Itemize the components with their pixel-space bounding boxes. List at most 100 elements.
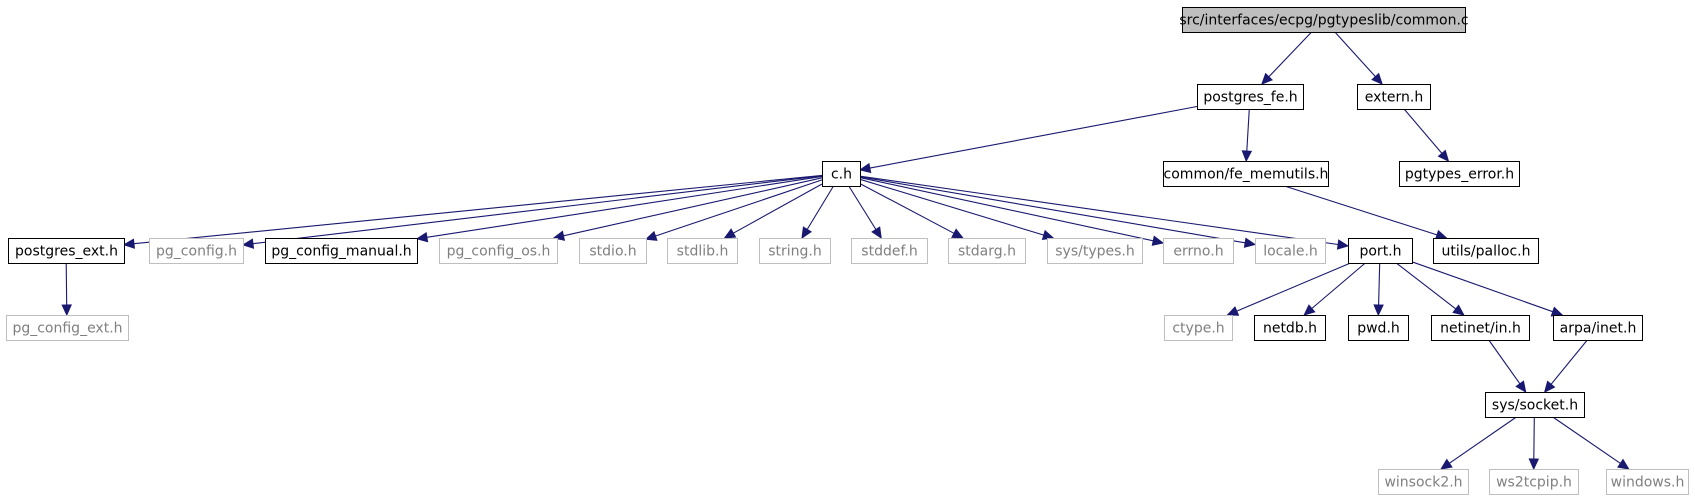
edge-postgres-ext-h-to-pg-config-ext-h (61, 262, 72, 317)
edge-c-h-to-errno-h (859, 177, 1165, 246)
node-label[interactable]: common/fe_memutils.h (1164, 167, 1329, 183)
node-string-h: string.h (759, 238, 831, 264)
node-box[interactable] (8, 238, 125, 264)
edge-line (859, 183, 955, 234)
node-postgres-fe-h[interactable]: postgres_fe.h (1197, 84, 1304, 110)
edge-line (1378, 262, 1381, 306)
node-box[interactable] (1431, 315, 1530, 341)
node-box[interactable] (1348, 315, 1409, 341)
node-windows-h: windows.h (1606, 469, 1689, 495)
node-stdarg-h: stdarg.h (948, 238, 1026, 264)
node-label[interactable]: netdb.h (1263, 321, 1317, 337)
node-box[interactable] (1163, 161, 1329, 187)
node-label[interactable]: netinet/in.h (1440, 321, 1521, 337)
node-box[interactable] (822, 161, 861, 187)
edge-line (1236, 262, 1351, 312)
node-utils-palloc-h[interactable]: utils/palloc.h (1433, 238, 1539, 264)
edge-sys-socket-h-to-ws2tcpip-h (1528, 416, 1540, 471)
arrowhead-icon (1543, 380, 1556, 393)
edge-line (1246, 108, 1250, 152)
edge-line (133, 174, 823, 245)
arrowhead-icon (1371, 72, 1383, 85)
node-label[interactable]: port.h (1359, 244, 1401, 260)
edge-c-h-to-pg-config-h (241, 175, 823, 249)
node-label[interactable]: src/interfaces/ecpg/pgtypeslib/common.c (1179, 13, 1468, 29)
node-box[interactable] (1348, 238, 1413, 264)
edge-line (65, 262, 68, 306)
node-box (1606, 469, 1689, 495)
node-label[interactable]: postgres_fe.h (1203, 90, 1297, 106)
node-box[interactable] (265, 238, 418, 264)
node-label[interactable]: postgres_ext.h (15, 244, 118, 260)
node-box[interactable] (1553, 315, 1643, 341)
node-common-c[interactable]: src/interfaces/ecpg/pgtypeslib/common.c (1179, 7, 1469, 33)
node-label[interactable]: arpa/inet.h (1560, 321, 1637, 337)
node-box[interactable] (1254, 315, 1326, 341)
node-box (1163, 238, 1234, 264)
edge-port-h-to-arpa-inet-h (1411, 261, 1564, 317)
arrowhead-icon (1437, 149, 1450, 162)
node-box (579, 238, 647, 264)
node-fe-memutils-h[interactable]: common/fe_memutils.h (1163, 161, 1329, 187)
node-extern-h[interactable]: extern.h (1357, 84, 1431, 110)
arrowhead-icon (1528, 458, 1540, 471)
arrowhead-icon (415, 231, 429, 243)
node-c-h[interactable]: c.h (822, 161, 861, 187)
edge-c-h-to-stddef-h (848, 185, 882, 240)
node-pwd-h[interactable]: pwd.h (1348, 315, 1409, 341)
node-netinet-in-h[interactable]: netinet/in.h (1431, 315, 1530, 341)
node-box[interactable] (1357, 84, 1431, 110)
node-label: stdlib.h (677, 244, 729, 260)
node-pg-config-manual-h[interactable]: pg_config_manual.h (265, 238, 418, 264)
arrowhead-icon (1515, 380, 1527, 394)
node-label[interactable]: c.h (831, 167, 852, 183)
edge-port-h-to-pwd-h (1373, 262, 1384, 317)
arrowhead-icon (1434, 229, 1448, 240)
node-box[interactable] (1182, 7, 1466, 33)
edge-port-h-to-netinet-in-h (1395, 262, 1465, 316)
node-netdb-h[interactable]: netdb.h (1254, 315, 1326, 341)
node-label[interactable]: pwd.h (1357, 321, 1400, 337)
node-port-h[interactable]: port.h (1348, 238, 1413, 264)
node-label: string.h (768, 244, 822, 260)
node-postgres-ext-h[interactable]: postgres_ext.h (8, 238, 125, 264)
node-label: stdarg.h (958, 244, 1016, 260)
edge-extern-h-to-pgtypes-error-h (1403, 108, 1450, 162)
node-box[interactable] (1399, 161, 1520, 187)
node-pgtypes-error-h[interactable]: pgtypes_error.h (1399, 161, 1520, 187)
node-label[interactable]: sys/socket.h (1492, 398, 1578, 414)
node-box[interactable] (1433, 238, 1539, 264)
node-sys-types-h: sys/types.h (1047, 238, 1143, 264)
edge-postgres-fe-h-to-fe-memutils-h (1241, 108, 1253, 163)
node-label[interactable]: utils/palloc.h (1442, 244, 1531, 260)
node-box (439, 238, 558, 264)
arrowhead-icon (1336, 239, 1350, 250)
arrowhead-icon (723, 228, 737, 239)
arrowhead-icon (1373, 304, 1384, 317)
arrowhead-icon (1452, 304, 1465, 316)
arrowhead-icon (1226, 306, 1240, 316)
node-box (6, 315, 129, 341)
node-label: pg_config_os.h (447, 244, 551, 260)
node-stddef-h: stddef.h (851, 238, 928, 264)
node-box[interactable] (1485, 392, 1585, 418)
node-arpa-inet-h[interactable]: arpa/inet.h (1553, 315, 1643, 341)
edge-line (655, 179, 823, 237)
node-box[interactable] (1197, 84, 1304, 110)
node-sys-socket-h[interactable]: sys/socket.h (1485, 392, 1585, 418)
node-label: stdio.h (589, 244, 636, 260)
edge-c-h-to-pg-config-manual-h (415, 175, 823, 243)
edge-line (1334, 31, 1376, 77)
node-label: windows.h (1611, 475, 1685, 491)
edge-c-h-to-stdlib-h (723, 183, 823, 239)
node-label[interactable]: pg_config_manual.h (271, 244, 411, 260)
node-box (1047, 238, 1143, 264)
node-box (851, 238, 928, 264)
edge-postgres-fe-h-to-c-h (858, 105, 1198, 174)
node-label[interactable]: extern.h (1365, 90, 1423, 106)
node-label[interactable]: pgtypes_error.h (1405, 167, 1514, 183)
node-box (149, 238, 244, 264)
node-winsock2-h: winsock2.h (1378, 469, 1469, 495)
node-box (667, 238, 738, 264)
